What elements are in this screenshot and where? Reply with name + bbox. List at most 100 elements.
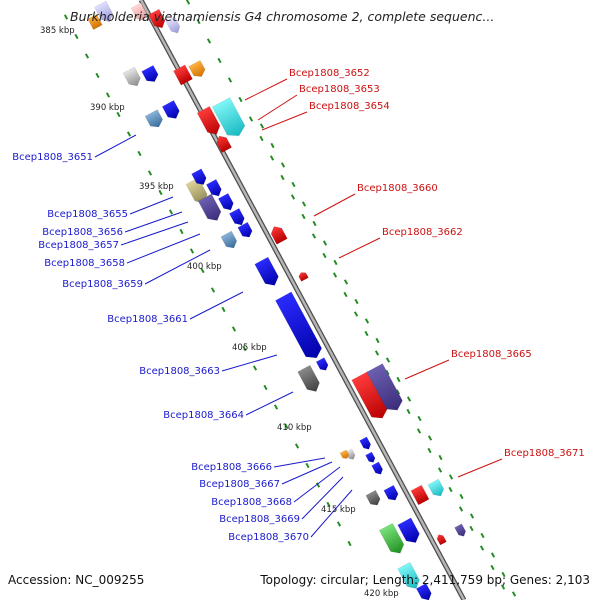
- gene-arrow[interactable]: [365, 489, 382, 508]
- gene-feature[interactable]: [378, 522, 406, 557]
- gene-label[interactable]: Bcep1808_3651: [12, 152, 93, 163]
- gene-feature[interactable]: [173, 64, 193, 86]
- gene-arrow[interactable]: [416, 583, 433, 601]
- gene-arrow[interactable]: [397, 517, 423, 546]
- gene-arrow[interactable]: [165, 16, 182, 36]
- gene-arrow[interactable]: [297, 364, 323, 395]
- gene-feature[interactable]: [339, 449, 350, 460]
- gene-arrow[interactable]: [237, 221, 254, 240]
- gene-arrow[interactable]: [383, 484, 400, 503]
- gene-feature[interactable]: [165, 16, 182, 36]
- gene-label[interactable]: Bcep1808_3660: [357, 183, 438, 194]
- gene-feature[interactable]: [237, 221, 254, 240]
- gene-arrow[interactable]: [220, 230, 239, 251]
- gene-arrow[interactable]: [188, 59, 208, 79]
- gene-arrow[interactable]: [365, 451, 377, 464]
- gene-feature[interactable]: [148, 8, 167, 31]
- gene-label[interactable]: Bcep1808_3664: [163, 410, 244, 421]
- gene-feature[interactable]: [254, 256, 281, 289]
- gene-arrow[interactable]: [229, 208, 246, 227]
- gene-arrow[interactable]: [359, 436, 373, 451]
- gene-feature[interactable]: [427, 478, 446, 499]
- gene-feature[interactable]: [94, 0, 116, 25]
- gene-arrow[interactable]: [148, 8, 167, 31]
- gene-feature[interactable]: [365, 489, 382, 508]
- gene-label[interactable]: Bcep1808_3655: [47, 209, 128, 220]
- gene-arrow[interactable]: [371, 461, 385, 476]
- gene-arrow[interactable]: [397, 561, 423, 592]
- gene-feature[interactable]: [359, 436, 373, 451]
- gene-arrow[interactable]: [87, 14, 103, 30]
- gene-arrow[interactable]: [197, 193, 224, 224]
- gene-arrow[interactable]: [275, 291, 324, 362]
- gene-feature[interactable]: [214, 133, 232, 153]
- gene-arrow[interactable]: [254, 256, 281, 289]
- gene-feature[interactable]: [365, 451, 377, 464]
- gene-feature[interactable]: [315, 357, 330, 373]
- gene-arrow[interactable]: [122, 66, 143, 89]
- gene-feature[interactable]: [297, 364, 323, 395]
- gene-feature[interactable]: [397, 517, 423, 546]
- gene-label[interactable]: Bcep1808_3652: [289, 68, 370, 79]
- gene-feature[interactable]: [161, 100, 182, 121]
- gene-feature[interactable]: [141, 64, 161, 84]
- gene-label[interactable]: Bcep1808_3657: [38, 240, 119, 251]
- gene-label[interactable]: Bcep1808_3670: [228, 532, 309, 543]
- gene-feature[interactable]: [275, 291, 324, 362]
- gene-label[interactable]: Bcep1808_3656: [42, 227, 123, 238]
- gene-feature[interactable]: [206, 179, 223, 198]
- gene-arrow[interactable]: [339, 449, 350, 460]
- gene-arrow[interactable]: [366, 363, 406, 415]
- gene-arrow[interactable]: [315, 357, 330, 373]
- gene-arrow[interactable]: [436, 533, 447, 546]
- gene-feature[interactable]: [218, 193, 235, 212]
- gene-arrow[interactable]: [298, 271, 309, 282]
- gene-label[interactable]: Bcep1808_3661: [107, 314, 188, 325]
- gene-arrow[interactable]: [410, 484, 430, 506]
- gene-feature[interactable]: [220, 230, 239, 251]
- gene-arrow[interactable]: [141, 64, 161, 84]
- gene-arrow[interactable]: [130, 2, 149, 23]
- gene-arrow[interactable]: [161, 100, 182, 121]
- gene-feature[interactable]: [130, 2, 149, 23]
- gene-feature[interactable]: [229, 208, 246, 227]
- gene-label[interactable]: Bcep1808_3658: [44, 258, 125, 269]
- gene-label[interactable]: Bcep1808_3662: [382, 227, 463, 238]
- gene-label[interactable]: Bcep1808_3665: [451, 349, 532, 360]
- gene-arrow[interactable]: [378, 522, 406, 557]
- gene-label[interactable]: Bcep1808_3653: [299, 84, 380, 95]
- gene-label[interactable]: Bcep1808_3671: [504, 448, 585, 459]
- gene-arrow[interactable]: [206, 179, 223, 198]
- gene-feature[interactable]: [410, 484, 430, 506]
- gene-arrow[interactable]: [211, 97, 248, 141]
- gene-feature[interactable]: [197, 193, 224, 224]
- gene-label[interactable]: Bcep1808_3668: [211, 497, 292, 508]
- gene-feature[interactable]: [416, 583, 433, 601]
- gene-label[interactable]: Bcep1808_3669: [219, 514, 300, 525]
- gene-label[interactable]: Bcep1808_3666: [191, 462, 272, 473]
- gene-feature[interactable]: [144, 109, 165, 131]
- gene-feature[interactable]: [87, 14, 103, 30]
- gene-arrow[interactable]: [196, 106, 223, 137]
- gene-arrow[interactable]: [454, 523, 468, 538]
- gene-feature[interactable]: [191, 168, 209, 187]
- gene-label[interactable]: Bcep1808_3659: [62, 279, 143, 290]
- gene-arrow[interactable]: [94, 0, 116, 25]
- gene-feature[interactable]: [371, 461, 385, 476]
- gene-feature[interactable]: [188, 59, 208, 79]
- gene-label[interactable]: Bcep1808_3654: [309, 101, 390, 112]
- gene-feature[interactable]: [383, 484, 400, 503]
- gene-feature[interactable]: [366, 363, 406, 415]
- gene-feature[interactable]: [196, 106, 223, 137]
- gene-arrow[interactable]: [218, 193, 235, 212]
- gene-arrow[interactable]: [427, 478, 446, 499]
- gene-feature[interactable]: [298, 271, 309, 282]
- gene-feature[interactable]: [122, 66, 143, 89]
- gene-label[interactable]: Bcep1808_3663: [139, 366, 220, 377]
- gene-feature[interactable]: [436, 533, 447, 546]
- gene-arrow[interactable]: [214, 133, 232, 153]
- gene-feature[interactable]: [269, 224, 288, 245]
- gene-feature[interactable]: [211, 97, 248, 141]
- gene-arrow[interactable]: [191, 168, 209, 187]
